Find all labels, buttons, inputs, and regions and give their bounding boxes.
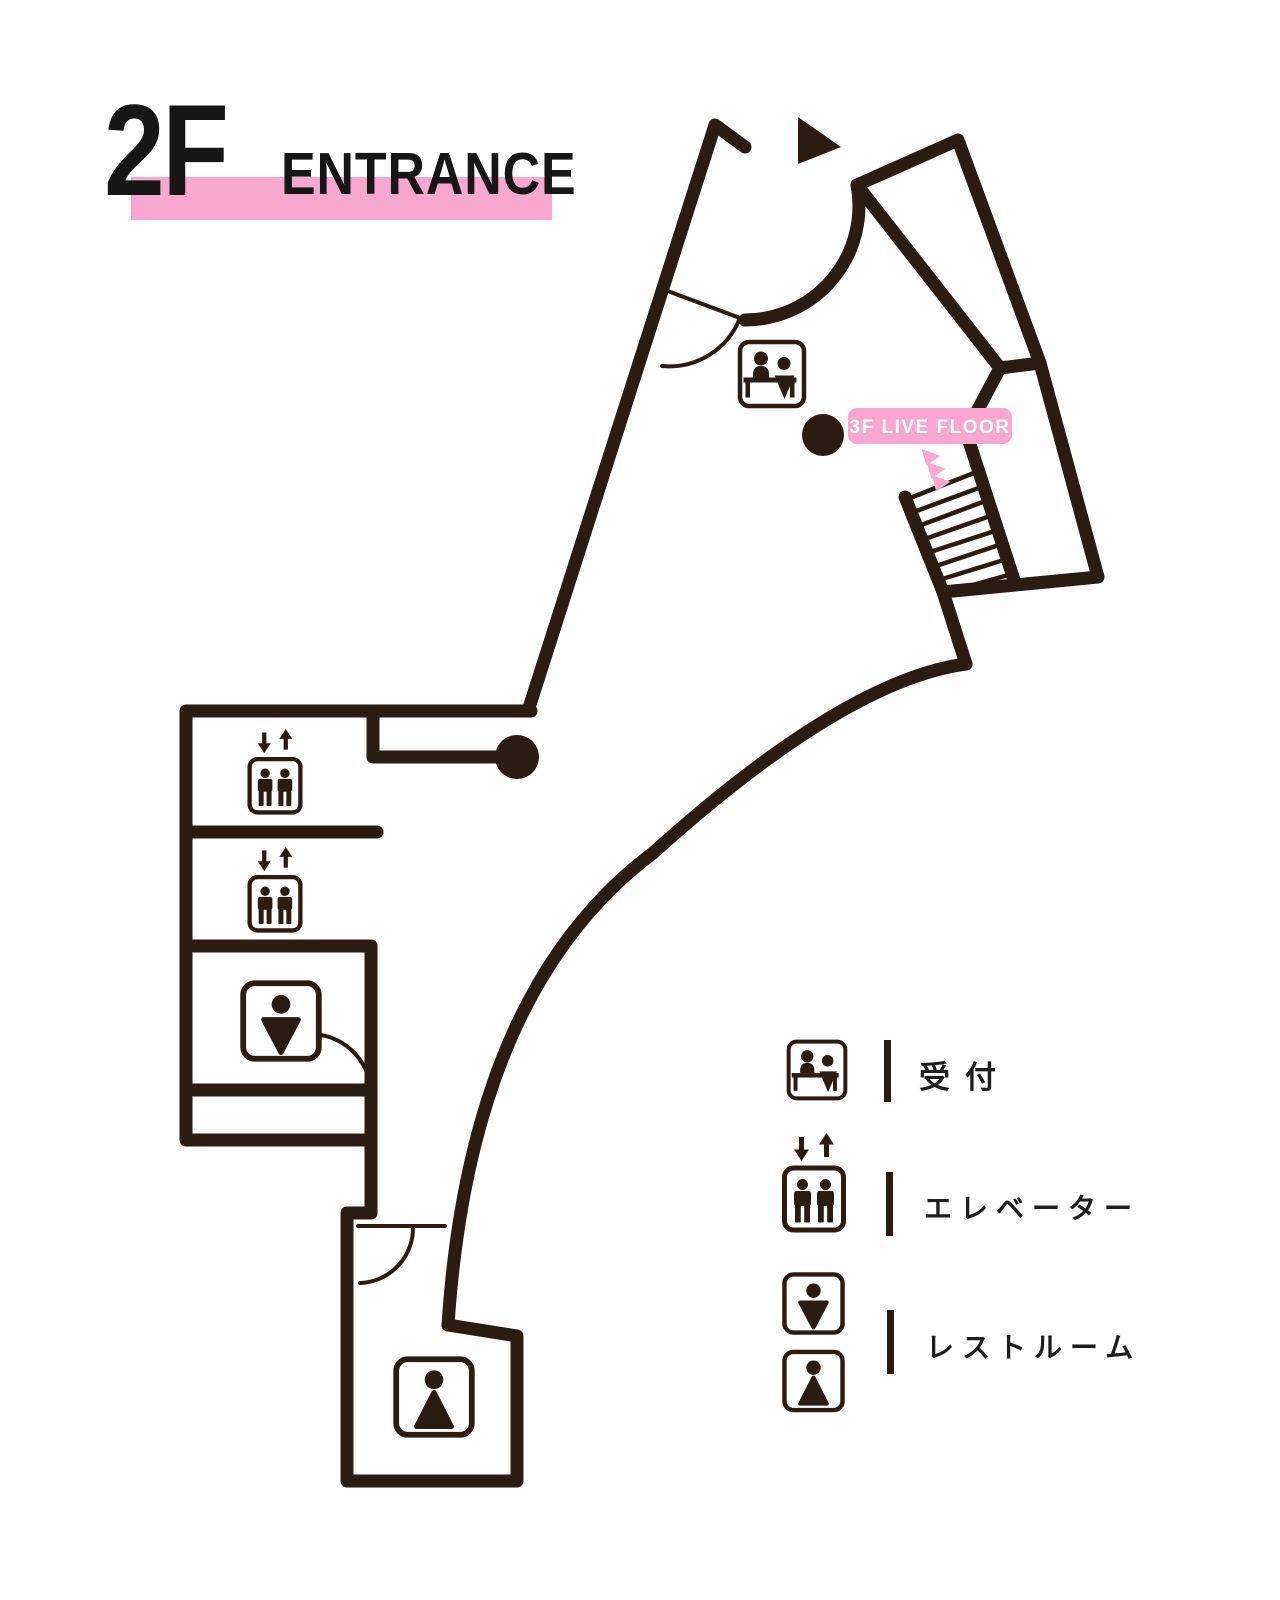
wall-right-outer [936,356,1105,671]
reception-icon [786,1039,848,1101]
door-lobby-swing [660,316,742,369]
restroom-men-icon [240,980,322,1062]
elevator-icon [247,847,303,933]
wall-entrance-stub-and-diagonal [521,118,752,718]
legend-divider [887,1310,894,1374]
restroom-women-icon [782,1349,845,1413]
floor-title: 2F [104,77,229,223]
door-restroom-women-swing [358,1224,416,1285]
wall-curved-lobby [738,178,866,327]
legend-label-restroom: レストルーム [926,1332,1142,1363]
title-highlight-bar [131,177,552,220]
wall-upper-right-room [850,133,1047,375]
floor-subtitle: ENTRANCE [281,141,577,207]
restroom-men-icon [782,1272,845,1335]
entrance-arrow-icon [798,117,841,164]
live-floor-tag-label: 3F LIVE FLOOR [850,417,1011,438]
legend-divider [886,1172,893,1236]
restroom-women-icon [393,1356,475,1438]
walls [179,118,1105,1488]
legend-label-elevator: エレベーター [924,1193,1141,1224]
route-dot-upper [802,414,844,456]
stairs-to-3f [902,468,1015,596]
wall-restroom-right-and-bottom-room [340,939,524,1488]
route-dot-lower [495,735,539,779]
elevator-icon [782,1133,846,1233]
legend-divider [884,1040,891,1102]
wall-left-block [179,704,538,1147]
wall-inner-jog [366,707,502,764]
live-floor-tag: 3F LIVE FLOOR [848,408,1012,444]
legend-label-reception: 受付 [919,1060,1011,1095]
wall-curved-corridor [441,657,973,1332]
elevator-icon [247,729,303,815]
door-lobby-leaf [663,288,742,320]
reception-icon [737,339,807,409]
stairs-direction-chevrons [921,449,951,492]
